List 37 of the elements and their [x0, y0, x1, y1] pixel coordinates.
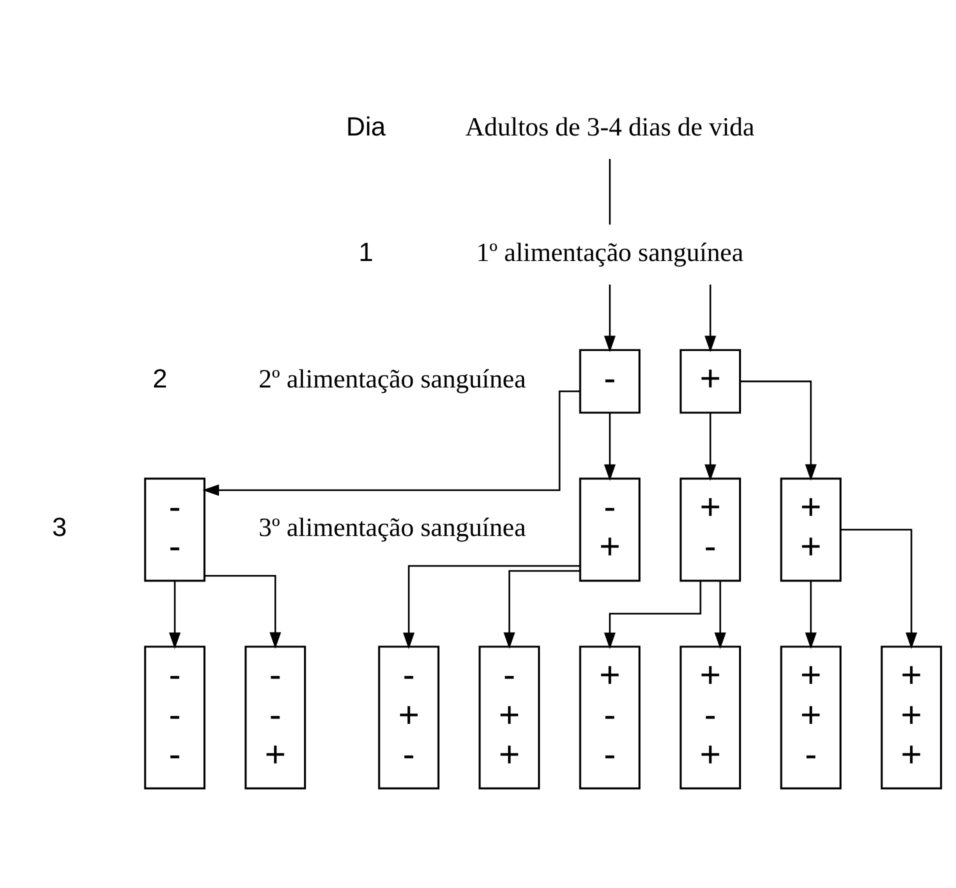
node-box: - + - [378, 646, 440, 790]
arrow [403, 565, 580, 650]
arrow [714, 581, 726, 650]
node-box: - + [579, 478, 640, 582]
arrow [169, 581, 181, 650]
node-text: 1º alimentação sanguínea [476, 238, 744, 267]
arrow [704, 412, 716, 481]
node-text: Adultos de 3-4 dias de vida [465, 112, 754, 142]
node-box: - + + [478, 646, 540, 790]
arrow [204, 575, 282, 649]
arrow [604, 412, 616, 481]
connector [609, 158, 611, 225]
node-box: + - - [579, 646, 640, 790]
label: 2º alimentação sanguínea [258, 364, 526, 394]
node-box: - - [144, 478, 206, 582]
node-box: + [680, 349, 741, 414]
node-box: + - + [680, 646, 741, 790]
label: 3 [52, 512, 67, 542]
arrow [805, 581, 817, 650]
label: 2 [152, 364, 168, 394]
node-box: + + [780, 478, 842, 582]
node-box: - - + [244, 646, 306, 790]
arrow [740, 380, 817, 481]
arrow [841, 528, 918, 650]
node-box: + + + [880, 646, 942, 790]
node-box: - - - [144, 646, 206, 790]
arrow [704, 284, 716, 352]
label: 3º alimentação sanguínea [258, 512, 526, 542]
node-box: + + - [780, 646, 842, 790]
arrow [604, 581, 702, 650]
label: Dia [346, 112, 386, 142]
arrow [504, 570, 580, 649]
node-box: - [579, 349, 640, 414]
arrow [202, 390, 580, 496]
label: 1 [358, 236, 374, 267]
node-box: + - [680, 478, 741, 582]
arrow [604, 284, 616, 352]
